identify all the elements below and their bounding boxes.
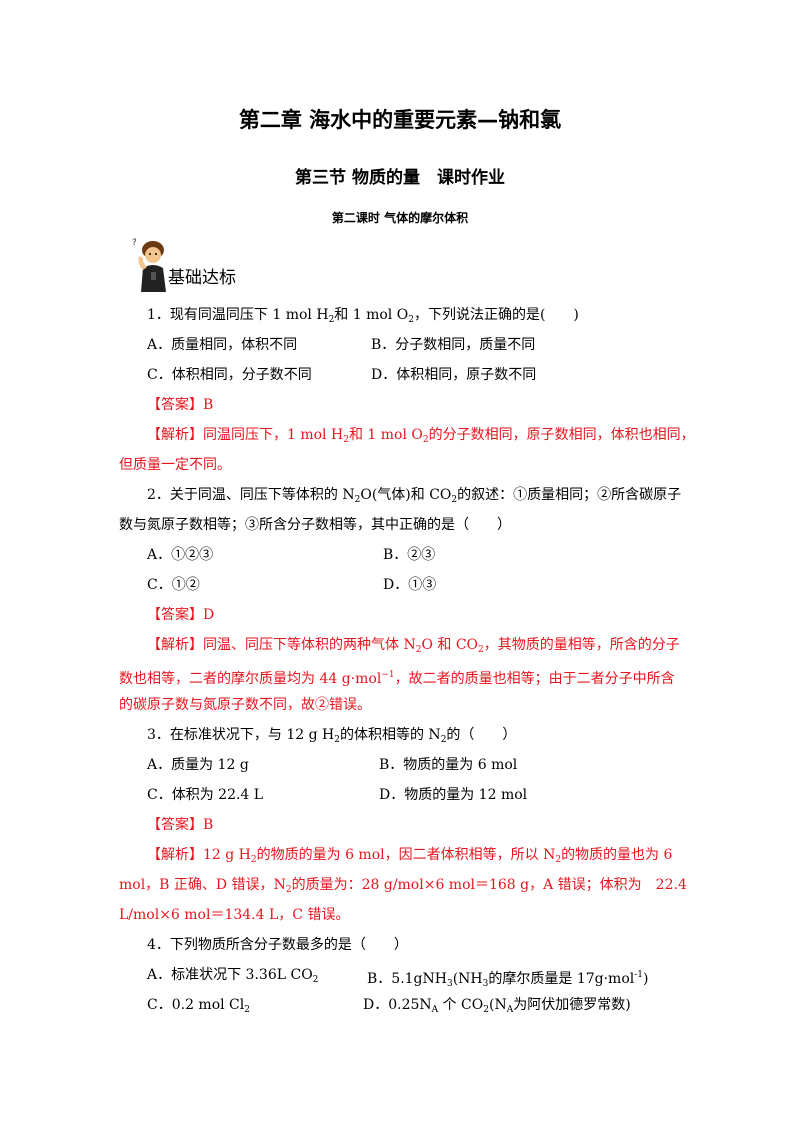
q4-option-b: B．5.1gNH3(NH3的摩尔质量是 17g·mol-1)	[367, 970, 649, 989]
q2-explanation-line2: 数也相等，二者的摩尔质量均为 44 g·mol−1，故二者的质量也相等；由于二者…	[119, 670, 675, 687]
svg-text:?: ?	[132, 238, 137, 248]
chapter-title: 第二章 海水中的重要元素—钠和氯	[238, 108, 562, 132]
thinking-student-icon: ?	[132, 238, 166, 292]
q4-option-d: D．0.25NA 个 CO2(NA为阿伏加德罗常数)	[363, 997, 631, 1015]
category-heading: ? 基础达标	[131, 234, 331, 294]
category-label: 基础达标	[168, 268, 236, 288]
q4-stem: 4．下列物质所含分子数最多的是（ ）	[147, 937, 408, 953]
q2-option-b: B．②③	[383, 547, 436, 563]
lesson-title: 第二课时 气体的摩尔体积	[331, 211, 469, 225]
q3-option-d: D．物质的量为 12 mol	[379, 787, 528, 803]
q2-option-c: C．①②	[147, 577, 200, 593]
q3-explanation-line2: mol，B 正确、D 错误，N2的质量为：28 g/mol×6 mol＝168 …	[119, 877, 687, 895]
q3-option-b: B．物质的量为 6 mol	[379, 757, 518, 773]
q2-option-a: A．①②③	[147, 547, 214, 563]
q3-answer: 【答案】B	[147, 817, 214, 833]
q2-stem-line1: 2．关于同温、同压下等体积的 N2O(气体)和 CO2的叙述：①质量相同；②所含…	[147, 487, 682, 505]
q1-stem: 1．现有同温同压下 1 mol H2和 1 mol O2，下列说法正确的是( )	[147, 307, 579, 325]
q1-option-b: B．分子数相同，质量不同	[371, 337, 536, 353]
q1-explanation-line1: 【解析】同温同压下，1 mol H2和 1 mol O2的分子数相同，原子数相同…	[147, 427, 695, 445]
q2-explanation-line3: 的碳原子数与氮原子数不同，故②错误。	[119, 697, 371, 713]
q4-option-a: A．标准状况下 3.36L CO2	[147, 967, 319, 985]
q1-option-a: A．质量相同，体积不同	[147, 337, 298, 353]
q2-answer: 【答案】D	[147, 607, 215, 623]
q1-option-d: D．体积相同，原子数不同	[371, 367, 537, 383]
q3-explanation-line1: 【解析】12 g H2的物质的量为 6 mol，因二者体积相等，所以 N2的物质…	[147, 847, 673, 865]
section-title: 第三节 物质的量 课时作业	[295, 168, 505, 188]
q3-option-c: C．体积为 22.4 L	[147, 787, 264, 803]
q1-answer: 【答案】B	[147, 397, 214, 413]
q1-option-c: C．体积相同，分子数不同	[147, 367, 312, 383]
q2-stem-line2: 数与氮原子数相等；③所含分子数相等，其中正确的是（ ）	[119, 517, 511, 533]
q3-explanation-line3: L/mol×6 mol＝134.4 L，C 错误。	[119, 907, 350, 923]
q2-explanation-line1: 【解析】同温、同压下等体积的两种气体 N2O 和 CO2，其物质的量相等，所含的…	[147, 637, 680, 655]
q3-stem: 3．在标准状况下，与 12 g H2的体积相等的 N2的（ ）	[147, 727, 517, 745]
q4-option-c: C．0.2 mol Cl2	[147, 997, 250, 1015]
q3-option-a: A．质量为 12 g	[147, 757, 249, 773]
q1-explanation-line2: 但质量一定不同。	[119, 457, 231, 473]
q2-option-d: D．①③	[383, 577, 437, 593]
